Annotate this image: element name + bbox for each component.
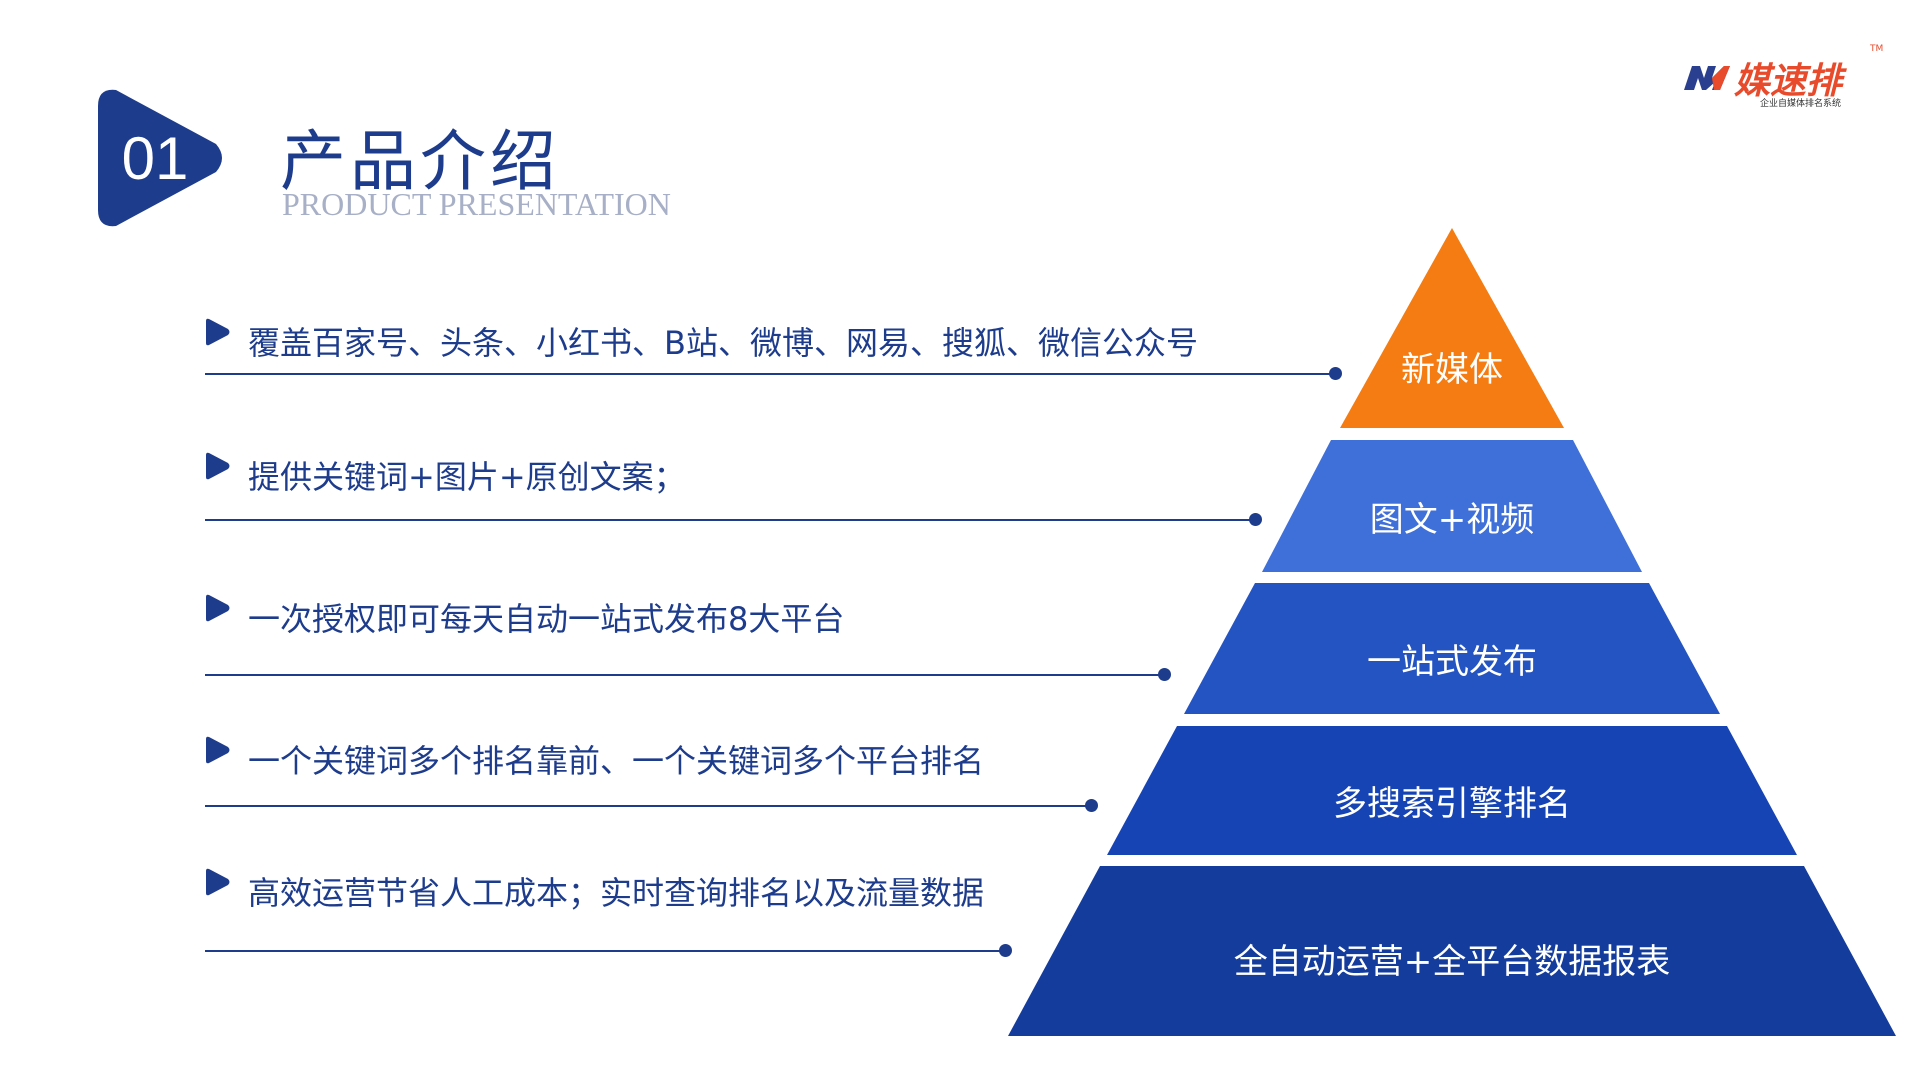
leader-line (205, 373, 1335, 375)
leader-line (205, 805, 1091, 807)
leader-dot (1249, 513, 1262, 526)
play-shape-badge-icon (98, 89, 222, 227)
pyramid-tier-3 (1184, 583, 1720, 714)
play-bullet-icon (206, 452, 230, 480)
logo-mark-icon (1684, 66, 1730, 90)
section-number: 01 (121, 125, 189, 192)
play-bullet-icon (206, 318, 230, 346)
pyramid-tier-2-label: 图文+视频 (1369, 500, 1535, 540)
pyramid-tier-1 (1340, 228, 1564, 428)
play-bullet-icon (206, 594, 230, 622)
pyramid-tier-2 (1262, 440, 1642, 572)
brand-logo: 媒速排 TM 企业自媒体排名系统 (1684, 44, 1884, 114)
play-bullet-icon (206, 868, 230, 896)
feature-text: 一次授权即可每天自动一站式发布8大平台 (248, 600, 845, 638)
leader-dot (1158, 668, 1171, 681)
page-subtitle: PRODUCT PRESENTATION (282, 186, 671, 222)
pyramid-tier-3-label: 一站式发布 (1367, 642, 1537, 682)
leader-dot (999, 944, 1012, 957)
pyramid-tier-5-label: 全自动运营+全平台数据报表 (1233, 942, 1671, 982)
leader-dot (1085, 799, 1098, 812)
section-badge: 01 (98, 88, 226, 228)
pyramid-tier-4 (1107, 726, 1797, 855)
feature-text: 一个关键词多个排名靠前、一个关键词多个平台排名 (248, 742, 985, 780)
play-bullet-icon (206, 736, 230, 764)
logo-name: 媒速排 (1734, 61, 1843, 102)
pyramid-tier-5 (1008, 866, 1896, 1036)
feature-text: 覆盖百家号、头条、小红书、B站、微博、网易、搜狐、微信公众号 (248, 324, 1198, 362)
pyramid-tier-1-label: 新媒体 (1401, 350, 1503, 390)
feature-text: 提供关键词+图片+原创文案； (248, 458, 686, 496)
logo-tagline: 企业自媒体排名系统 (1760, 99, 1842, 109)
leader-line (205, 519, 1255, 521)
page-title: 产品介绍 (280, 123, 560, 200)
feature-text: 高效运营节省人工成本；实时查询排名以及流量数据 (248, 874, 985, 912)
logo-trademark: TM (1870, 44, 1884, 54)
pyramid-tier-4-label: 多搜索引擎排名 (1333, 784, 1571, 824)
leader-dot (1329, 367, 1342, 380)
leader-line (205, 674, 1164, 676)
leader-line (205, 950, 1005, 952)
